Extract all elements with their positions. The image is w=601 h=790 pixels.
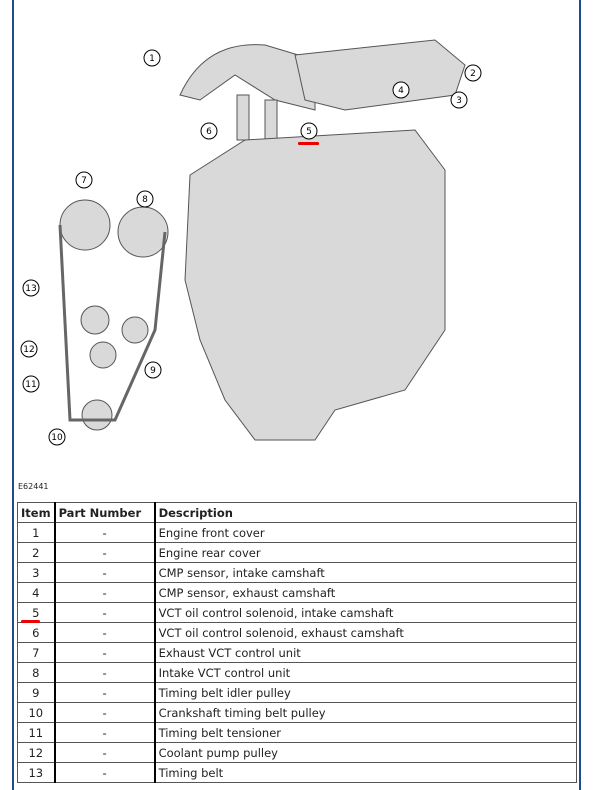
callout-8: 8	[136, 190, 154, 208]
table-row: 11-Timing belt tensioner	[16, 722, 577, 743]
engine-block	[184, 129, 446, 441]
cell-item: 1	[16, 522, 56, 543]
table-row: 7-Exhaust VCT control unit	[16, 642, 577, 663]
cell-part-number: -	[53, 582, 156, 603]
cell-description: CMP sensor, intake camshaft	[153, 562, 577, 583]
table-row: 9-Timing belt idler pulley	[16, 682, 577, 703]
cell-description: Timing belt idler pulley	[153, 682, 577, 703]
svg-text:8: 8	[142, 195, 148, 205]
header-part-number: Part Number	[53, 502, 156, 523]
table-row: 6-VCT oil control solenoid, exhaust cams…	[16, 622, 577, 643]
svg-text:5: 5	[306, 127, 312, 137]
table-row: 12-Coolant pump pulley	[16, 742, 577, 763]
cell-item: 8	[16, 662, 56, 683]
svg-text:3: 3	[456, 96, 462, 106]
svg-text:10: 10	[51, 433, 63, 443]
solenoid-6	[236, 94, 250, 141]
cell-description: Crankshaft timing belt pulley	[153, 702, 577, 723]
callout-7: 7	[75, 171, 93, 189]
cell-item: 6	[16, 622, 56, 643]
cell-item: 7	[16, 642, 56, 663]
cell-part-number: -	[53, 602, 156, 623]
cell-part-number: -	[53, 622, 156, 643]
parts-table: Item Part Number Description 1-Engine fr…	[16, 502, 577, 783]
cell-item: 9	[16, 682, 56, 703]
pulley-7	[59, 199, 111, 251]
table-row: 5-VCT oil control solenoid, intake camsh…	[16, 602, 577, 623]
cell-part-number: -	[53, 682, 156, 703]
cell-part-number: -	[53, 722, 156, 743]
cell-part-number: -	[53, 642, 156, 663]
cell-description: Timing belt tensioner	[153, 722, 577, 743]
svg-text:11: 11	[25, 380, 36, 390]
cell-description: CMP sensor, exhaust camshaft	[153, 582, 577, 603]
svg-text:2: 2	[470, 69, 476, 79]
cell-description: Timing belt	[153, 762, 577, 783]
table-row: 1-Engine front cover	[16, 522, 577, 543]
cell-description: Intake VCT control unit	[153, 662, 577, 683]
callout-2: 2	[464, 64, 482, 82]
table-row: 13-Timing belt	[16, 762, 577, 783]
cell-item: 11	[16, 722, 56, 743]
cell-description: VCT oil control solenoid, exhaust camsha…	[153, 622, 577, 643]
cell-item: 12	[16, 742, 56, 763]
svg-text:9: 9	[150, 366, 156, 376]
table-row: 3-CMP sensor, intake camshaft	[16, 562, 577, 583]
header-item: Item	[16, 502, 56, 523]
svg-text:12: 12	[23, 345, 34, 355]
cell-item: 10	[16, 702, 56, 723]
cell-item: 2	[16, 542, 56, 563]
svg-text:4: 4	[398, 86, 404, 96]
svg-text:13: 13	[25, 284, 36, 294]
pulley-8	[117, 206, 169, 258]
callout-3: 3	[450, 91, 468, 109]
table-header-row: Item Part Number Description	[16, 502, 577, 523]
cell-description: Engine rear cover	[153, 542, 577, 563]
pulley-10	[81, 399, 113, 431]
table-row: 8-Intake VCT control unit	[16, 662, 577, 683]
callout-9: 9	[144, 361, 162, 379]
timing-belt	[58, 224, 167, 422]
engine-rear-cover	[294, 39, 466, 111]
table-row: 2-Engine rear cover	[16, 542, 577, 563]
cell-part-number: -	[53, 542, 156, 563]
cell-description: Coolant pump pulley	[153, 742, 577, 763]
callout-4: 4	[392, 81, 410, 99]
cell-description: Exhaust VCT control unit	[153, 642, 577, 663]
callout-1: 1	[143, 49, 161, 67]
engine-front-cover	[179, 44, 316, 111]
callout-11: 11	[22, 375, 40, 393]
callout-13: 13	[22, 279, 40, 297]
table-row: 10-Crankshaft timing belt pulley	[16, 702, 577, 723]
table-row: 4-CMP sensor, exhaust camshaft	[16, 582, 577, 603]
figure-id: E62441	[18, 482, 49, 491]
cell-part-number: -	[53, 762, 156, 783]
callout-10: 10	[48, 428, 66, 446]
callout-6: 6	[200, 122, 218, 140]
svg-text:7: 7	[81, 176, 87, 186]
pulley-12	[80, 305, 110, 335]
cell-item: 13	[16, 762, 56, 783]
cell-item: 4	[16, 582, 56, 603]
svg-text:6: 6	[206, 127, 212, 137]
cell-part-number: -	[53, 702, 156, 723]
page-border-right	[579, 0, 581, 790]
pulley-9	[121, 316, 149, 344]
callout-12: 12	[20, 340, 38, 358]
cell-part-number: -	[53, 562, 156, 583]
page-border-left	[12, 0, 14, 790]
cell-part-number: -	[53, 742, 156, 763]
cell-part-number: -	[53, 522, 156, 543]
pulley-11	[89, 341, 117, 369]
cell-part-number: -	[53, 662, 156, 683]
cell-item: 3	[16, 562, 56, 583]
highlight-underline-item-5	[21, 620, 40, 623]
svg-text:1: 1	[149, 54, 155, 64]
callout-5: 5	[298, 122, 319, 145]
header-description: Description	[153, 502, 577, 523]
cell-description: VCT oil control solenoid, intake camshaf…	[153, 602, 577, 623]
cell-description: Engine front cover	[153, 522, 577, 543]
engine-exploded-diagram: 1 2 3 4 5 6 7 8 9 10 11 12 13	[20, 39, 482, 446]
